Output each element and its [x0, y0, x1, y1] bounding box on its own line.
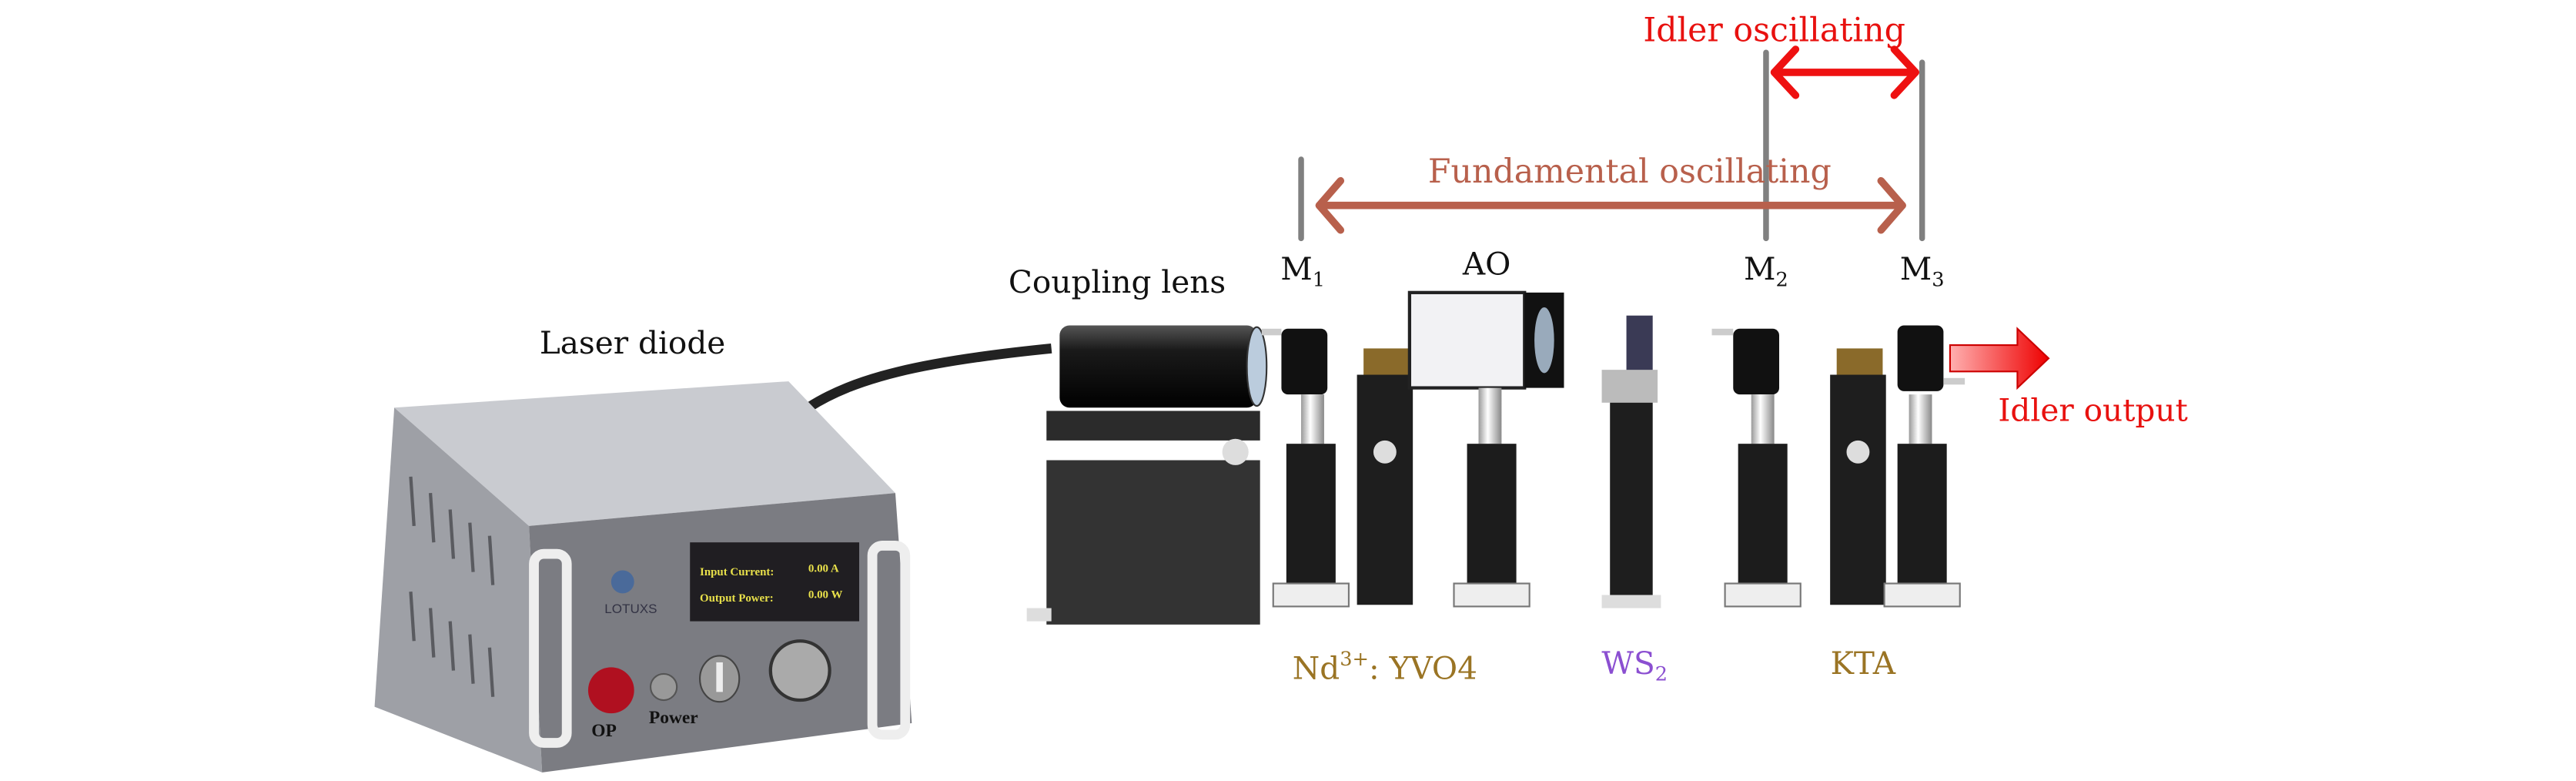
brand-logo: LOTUXS	[604, 602, 657, 616]
label-ws2: WS2	[1601, 645, 1668, 685]
svg-text:Power: Power	[649, 708, 698, 728]
power-button	[587, 667, 634, 714]
label-kta: KTA	[1830, 645, 1896, 682]
label-idler-oscillating: Idler oscillating	[1643, 9, 1905, 50]
laser-diode-unit: Input Current: 0.00 A Output Power: 0.00…	[374, 381, 912, 773]
fiber-cable	[805, 344, 1052, 412]
svg-text:OP: OP	[591, 721, 617, 741]
label-nd-yvo4: Nd3+: YVO4	[1292, 647, 1477, 687]
adjust-knob	[768, 639, 831, 702]
idler-arrow	[1770, 45, 1919, 99]
brand-logo-icon	[611, 570, 634, 594]
coupling-lens-assembly	[1026, 325, 1268, 625]
mirror-m2-mount	[1711, 328, 1802, 608]
label-fundamental-oscillating: Fundamental oscillating	[1427, 151, 1832, 191]
label-m3: M3	[1899, 251, 1945, 291]
indicator-button	[649, 672, 678, 702]
label-laser-diode: Laser diode	[539, 325, 726, 362]
label-m1: M1	[1280, 251, 1326, 291]
label-idler-output: Idler output	[1998, 393, 2188, 429]
ws2-saturable-absorber-mount	[1601, 315, 1661, 608]
ao-modulator	[1407, 290, 1564, 608]
label-ao: AO	[1462, 246, 1511, 283]
svg-text:Output Power:: Output Power:	[700, 592, 774, 605]
ndyvo4-crystal-mount	[1357, 348, 1413, 605]
mirror-lines	[1298, 49, 1925, 242]
svg-text:0.00 W: 0.00 W	[808, 589, 843, 602]
display-panel	[690, 542, 860, 622]
handle-right	[867, 541, 911, 740]
label-m2: M2	[1744, 251, 1788, 291]
svg-text:0.00 A: 0.00 A	[808, 563, 839, 575]
handle-left	[529, 548, 572, 748]
mirror-m1-mount	[1261, 328, 1350, 608]
kta-crystal-mount	[1830, 348, 1886, 605]
svg-text:Input Current:: Input Current:	[700, 566, 774, 578]
mirror-m3-mount	[1883, 325, 1965, 608]
label-coupling-lens: Coupling lens	[1008, 264, 1226, 301]
fundamental-arrow	[1315, 176, 1906, 234]
idler-output-arrow	[1949, 327, 2050, 390]
